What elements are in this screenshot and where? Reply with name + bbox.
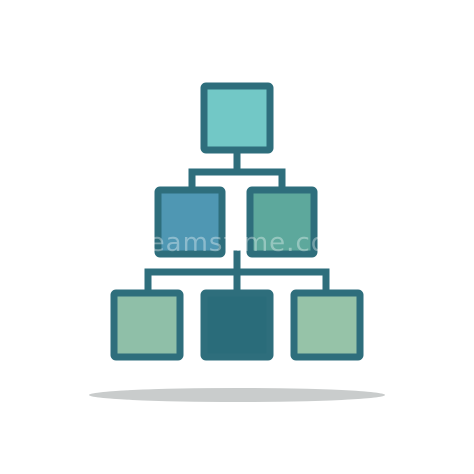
top-level-box <box>200 82 274 154</box>
bottom-center-box <box>200 289 274 361</box>
watermark-text: dreamstime.com <box>120 228 354 258</box>
middle-left-box <box>154 186 226 258</box>
bottom-right-box <box>290 289 364 361</box>
middle-right-box <box>246 186 318 258</box>
bottom-left-box <box>110 289 184 361</box>
ground-shadow <box>89 388 385 402</box>
